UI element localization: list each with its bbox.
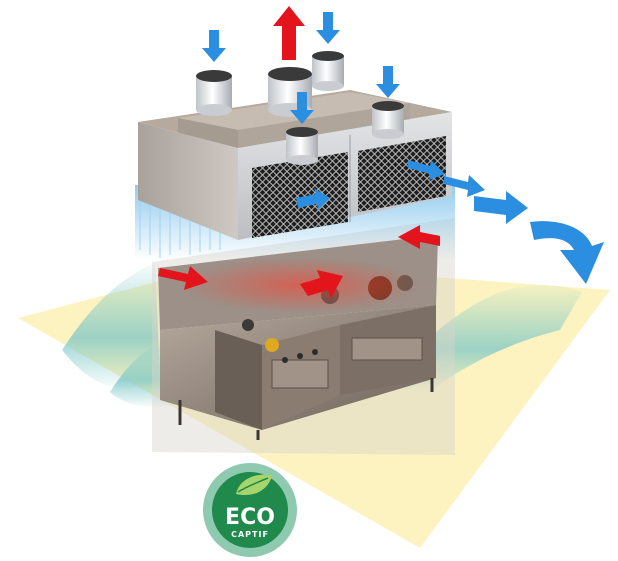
arrow-red-icon <box>300 270 343 298</box>
logo-word: ECO <box>225 505 275 530</box>
arrow-down-blue-icon <box>376 66 400 98</box>
filter-panel-right <box>358 136 446 212</box>
duct-supply-icon <box>196 70 232 116</box>
arrow-blue-icon <box>444 175 485 197</box>
arrow-down-blue-icon <box>316 12 340 44</box>
air-wave-left <box>62 262 160 389</box>
duct-supply-icon <box>286 127 318 165</box>
duct-supply-icon <box>372 101 404 139</box>
arrow-blue-icon <box>296 188 330 210</box>
cooking-appliances <box>158 235 438 440</box>
logo-subword: CAPTIF <box>231 530 269 539</box>
logo-inner-disc <box>212 472 288 548</box>
air-wave-front <box>110 340 175 408</box>
eco-captif-logo: ECO CAPTIF <box>203 463 297 557</box>
arrow-up-red-icon <box>273 6 305 60</box>
arrow-red-icon <box>158 266 208 290</box>
duct-supply-icon <box>312 51 344 91</box>
arrow-down-blue-icon <box>202 30 226 62</box>
arrow-blue-icon <box>408 160 445 180</box>
filter-panel-left <box>252 152 348 238</box>
arrow-blue-icon <box>474 191 528 224</box>
arrow-red-icon <box>398 225 440 249</box>
arrow-blue-icon <box>530 221 604 284</box>
arrow-down-blue-icon <box>290 92 314 124</box>
